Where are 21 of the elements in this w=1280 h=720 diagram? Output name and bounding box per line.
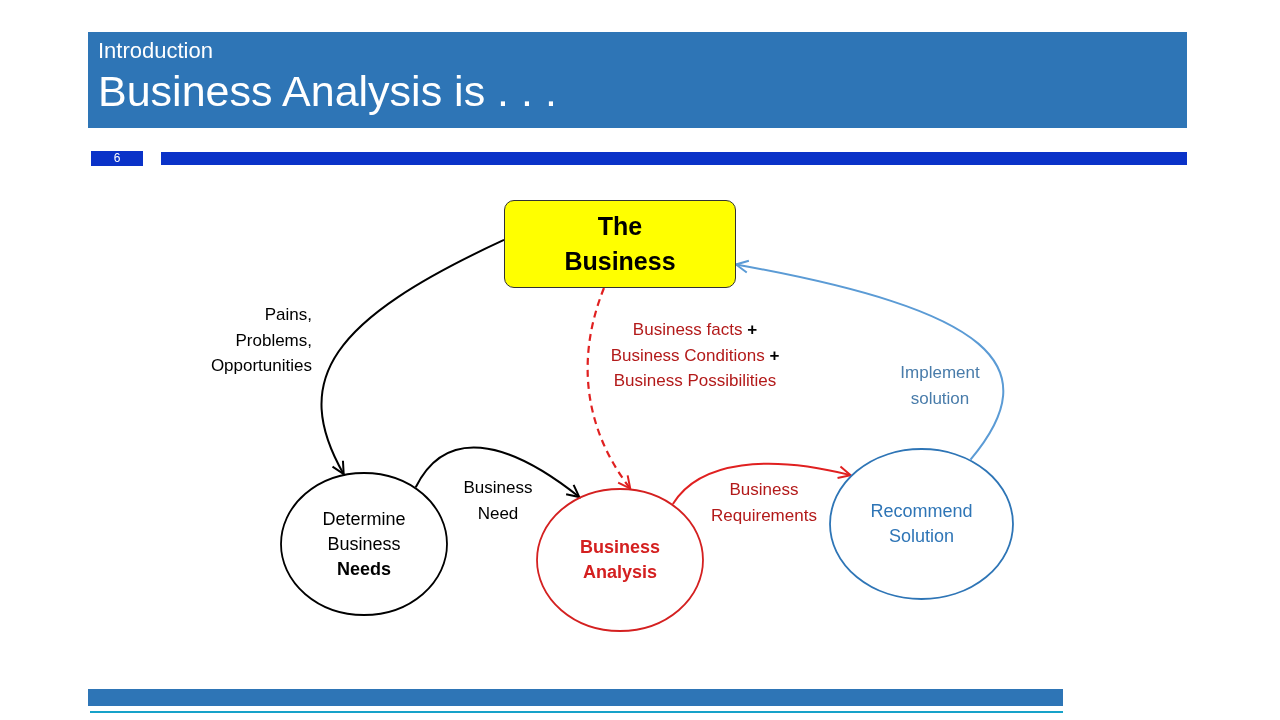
node-label: Business Analysis bbox=[578, 536, 661, 584]
section-label: Introduction bbox=[98, 37, 213, 65]
curved-arrow bbox=[671, 462, 852, 506]
node-label: Determine Business Needs bbox=[321, 507, 407, 581]
process-box bbox=[504, 200, 736, 288]
process-ellipse bbox=[536, 488, 704, 632]
slide-title: Business Analysis is . . . bbox=[98, 66, 557, 117]
edge-label: Business Need bbox=[462, 477, 534, 525]
process-ellipse bbox=[829, 448, 1014, 600]
process-ellipse bbox=[280, 472, 448, 616]
edge-label: Business Requirements bbox=[710, 479, 818, 527]
node-label: The Business bbox=[563, 211, 677, 277]
edge-label: Implement solution bbox=[899, 362, 981, 410]
curved-arrow bbox=[414, 446, 581, 499]
dashed-arrow bbox=[586, 287, 632, 490]
edge-label: Pains, Problems, Opportunities bbox=[209, 304, 312, 377]
slide-number: 6 bbox=[91, 151, 143, 166]
curved-arrow bbox=[735, 259, 1005, 461]
node-label: Recommend Solution bbox=[869, 500, 974, 548]
edge-label: Business facts + Business Conditions + Business Possibilities bbox=[609, 319, 781, 392]
curved-arrow bbox=[320, 238, 505, 476]
